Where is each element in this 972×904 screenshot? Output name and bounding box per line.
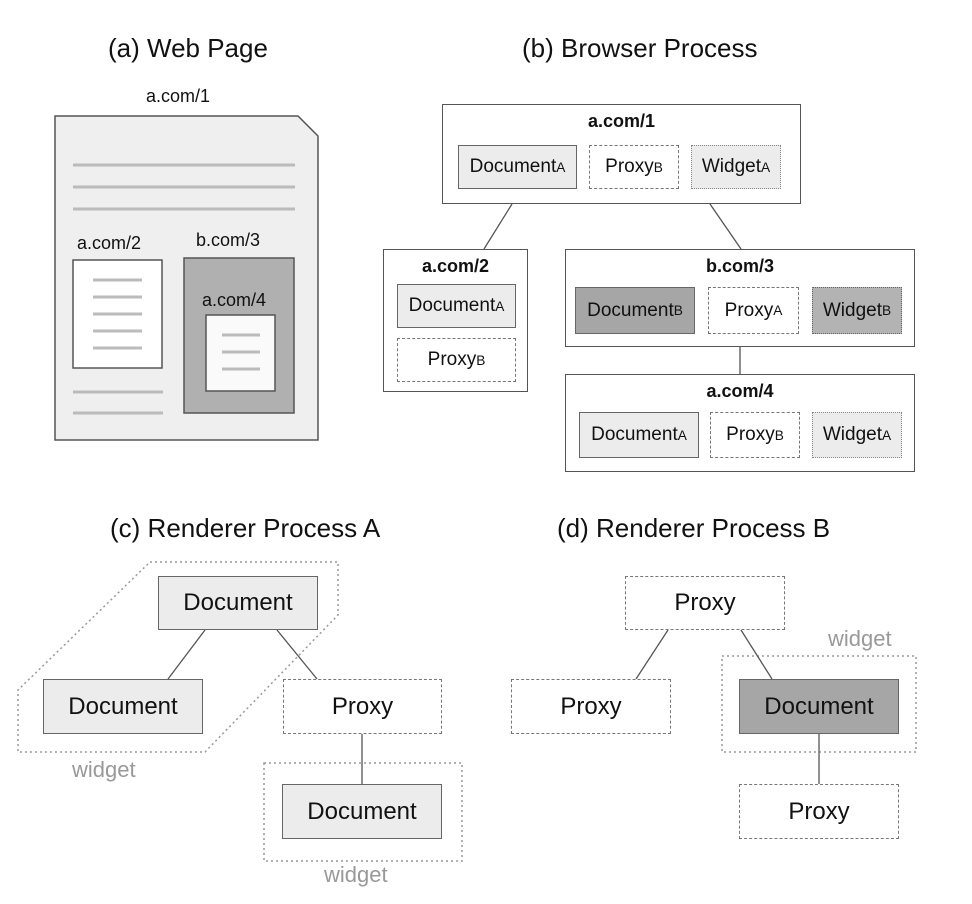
panel-d-title: (d) Renderer Process B: [557, 513, 831, 543]
frame-a2-label: a.com/2: [77, 233, 142, 253]
rc-child-document: Document: [282, 784, 442, 839]
rc-widget-label-1: widget: [72, 757, 136, 782]
panel-b-title: (b) Browser Process: [522, 33, 758, 63]
rc-right-proxy: Proxy: [283, 679, 442, 734]
bp-node-b3-url: b.com/3: [705, 256, 775, 276]
panel-a-title: (a) Web Page: [108, 33, 268, 63]
bp-node-a2-url: a.com/2: [421, 256, 490, 276]
frame-b3-label: b.com/3: [196, 230, 261, 250]
panel-c-title: (c) Renderer Process A: [110, 513, 381, 543]
rd-child-proxy: Proxy: [739, 784, 899, 839]
rc-left-document: Document: [43, 679, 203, 734]
bp-node-a1-url: a.com/1: [587, 111, 656, 131]
bp-node-a4-url: a.com/4: [706, 381, 774, 401]
rc-widget-label-2: widget: [324, 862, 388, 887]
widget-outline-c2: [263, 762, 463, 862]
rd-left-proxy: Proxy: [511, 679, 671, 734]
rc-root-document: Document: [158, 576, 318, 630]
page-url-label: a.com/1: [146, 86, 211, 106]
rd-right-document: Document: [739, 679, 899, 734]
rd-widget-label: widget: [828, 626, 892, 651]
rd-root-proxy: Proxy: [625, 576, 785, 630]
widget-outline-c1: [17, 561, 339, 753]
page-text-lines: [73, 163, 295, 415]
frame-a4-label: a.com/4: [202, 290, 267, 310]
